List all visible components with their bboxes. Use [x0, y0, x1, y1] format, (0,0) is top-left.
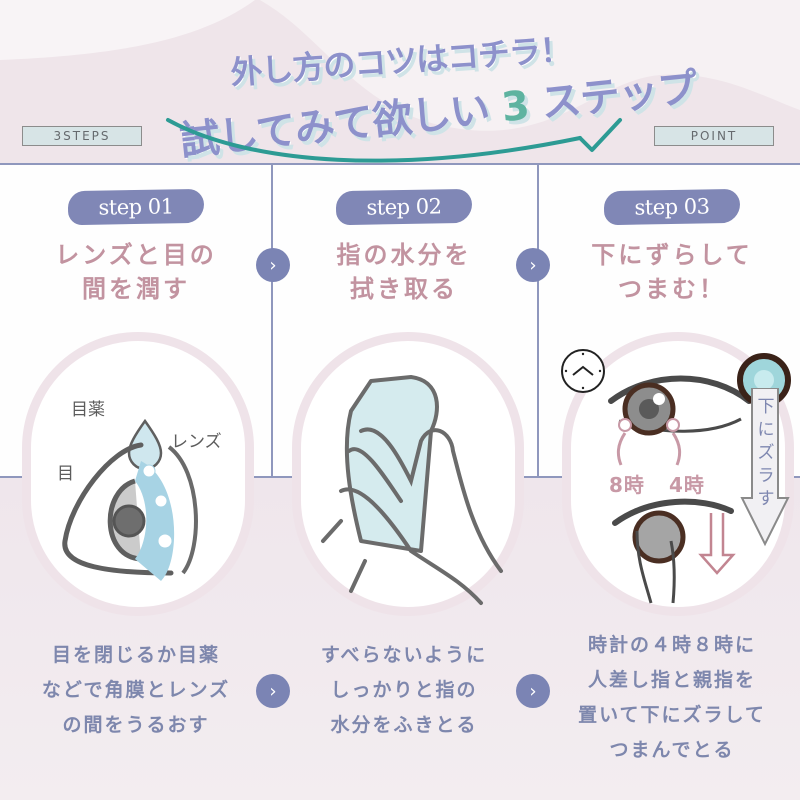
step-02-description: すべらないように しっかりと指の 水分をふきとる	[320, 644, 488, 736]
hand-towel-icon	[321, 375, 503, 605]
checkmark-swoosh-icon	[166, 118, 622, 163]
step-01-heading: レンズと目の 間を潤す	[55, 241, 217, 303]
column-divider	[271, 163, 273, 478]
step-02-column: step 02 指の水分を 拭き取る	[268, 188, 540, 306]
steps-tag: 3STEPS	[22, 126, 142, 146]
column-divider	[537, 163, 539, 478]
eye-label: 目	[57, 464, 74, 484]
clock-icon	[561, 349, 605, 393]
eye-pinch-icon	[608, 375, 752, 604]
next-arrow-icon: ›	[256, 248, 290, 282]
next-arrow-icon: ›	[256, 674, 290, 708]
header-wave-decoration	[0, 0, 800, 165]
step-01-column: step 01 レンズと目の 間を潤す	[0, 188, 272, 306]
four-oclock-label: 4時	[669, 473, 705, 497]
step-03-heading: 下にずらして つまむ！	[591, 241, 753, 303]
lens-label: レンズ	[171, 432, 222, 452]
next-arrow-icon: ›	[516, 248, 550, 282]
step-01-badge: step 01	[67, 188, 205, 226]
step-03-column: step 03 下にずらして つまむ！	[536, 188, 800, 306]
eight-oclock-label: 8時	[609, 473, 645, 497]
step-01-illustration: 目薬 レンズ 目	[22, 332, 254, 616]
next-arrow-icon: ›	[516, 674, 550, 708]
step-01-description: 目を閉じるか目薬 などで角膜とレンズ の間をうるおす	[41, 644, 231, 736]
eye-drop-label: 目薬	[71, 400, 105, 420]
eye-lens-diagram-icon	[62, 418, 198, 581]
step-03-badge: step 03	[603, 188, 741, 226]
slide-down-label: 下にズラす	[757, 397, 775, 509]
step-02-illustration	[292, 332, 524, 616]
slide-down-arrow-icon	[740, 388, 790, 547]
step-02-heading: 指の水分を 拭き取る	[336, 241, 472, 303]
step-02-badge: step 02	[335, 188, 473, 226]
step-03-description: 時計の４時８時に 人差し指と親指を 置いて下にズラして つまんでとる	[578, 634, 766, 761]
point-tag: POINT	[654, 126, 774, 146]
